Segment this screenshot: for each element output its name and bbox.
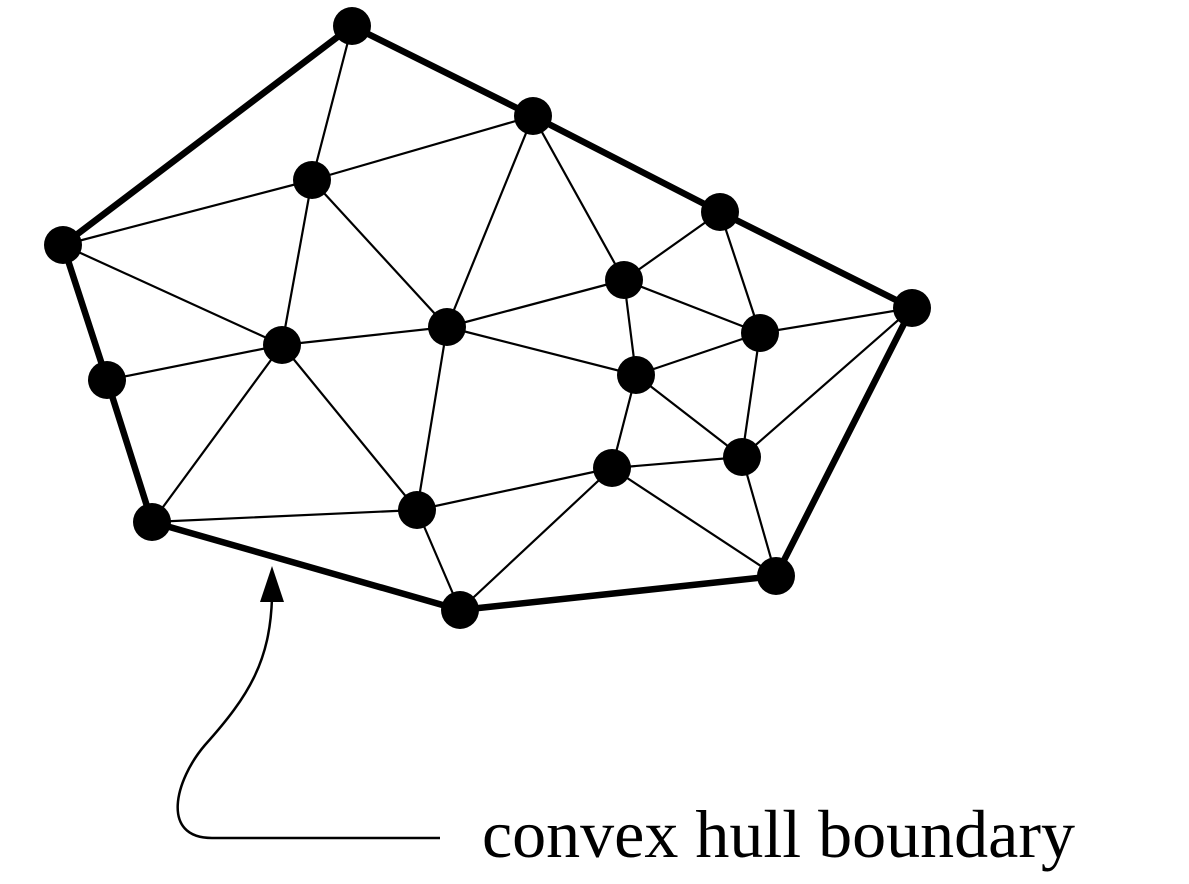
vertex-n7 bbox=[428, 308, 466, 346]
hull-edge-n1-n5 bbox=[348, 22, 537, 120]
edge-n3-n6 bbox=[61, 243, 284, 347]
hull-edge-n10-n4 bbox=[103, 376, 156, 526]
vertex-n11 bbox=[741, 314, 779, 352]
edge-n8-n11 bbox=[622, 278, 762, 335]
convex-hull-boundary bbox=[59, 22, 916, 614]
edge-n2-n3 bbox=[61, 178, 314, 247]
edge-n2-n5 bbox=[310, 114, 535, 182]
vertex-n4 bbox=[88, 361, 126, 399]
edge-n7-n15 bbox=[415, 325, 449, 512]
edge-n17-n18 bbox=[610, 466, 778, 578]
hull-edge-n4-n3 bbox=[59, 241, 111, 384]
edge-n1-n2 bbox=[310, 24, 354, 182]
vertex-n13 bbox=[441, 591, 479, 629]
vertex-n9 bbox=[701, 193, 739, 231]
vertex-n19 bbox=[893, 289, 931, 327]
caption-arrow bbox=[176, 566, 440, 840]
edge-n8-n9 bbox=[622, 210, 722, 282]
edge-n12-n16 bbox=[634, 373, 744, 459]
arrow-head bbox=[260, 566, 284, 602]
vertex-n16 bbox=[723, 438, 761, 476]
edge-n4-n6 bbox=[105, 343, 284, 382]
vertex-n8 bbox=[605, 261, 643, 299]
edge-n6-n7 bbox=[280, 325, 449, 347]
vertex-n18 bbox=[757, 557, 795, 595]
edge-n2-n6 bbox=[280, 178, 314, 347]
edge-n2-n7 bbox=[310, 178, 449, 329]
triangulation-edges bbox=[61, 24, 914, 612]
vertex-n15 bbox=[398, 491, 436, 529]
hull-edge-n18-n13 bbox=[456, 572, 780, 614]
edge-n13-n17 bbox=[458, 466, 614, 612]
vertex-n10 bbox=[133, 503, 171, 541]
edge-n15-n17 bbox=[415, 466, 614, 512]
caption-label: convex hull boundary bbox=[482, 796, 1075, 872]
vertex-n12 bbox=[617, 356, 655, 394]
edge-n5-n8 bbox=[531, 114, 626, 282]
edge-n6-n10 bbox=[150, 343, 284, 524]
vertex-n2 bbox=[293, 161, 331, 199]
vertices bbox=[44, 7, 931, 629]
arrow-curve bbox=[176, 597, 440, 840]
edge-n11-n16 bbox=[740, 331, 762, 459]
vertex-n1 bbox=[333, 7, 371, 45]
edge-n5-n7 bbox=[445, 114, 535, 329]
hull-edge-n9-n19 bbox=[716, 208, 916, 312]
vertex-n6 bbox=[263, 326, 301, 364]
edge-n11-n19 bbox=[758, 306, 914, 335]
vertex-n17 bbox=[593, 449, 631, 487]
edge-n16-n18 bbox=[740, 455, 778, 578]
hull-edge-n5-n9 bbox=[529, 112, 724, 216]
vertex-n5 bbox=[514, 97, 552, 135]
edge-n10-n15 bbox=[150, 508, 419, 524]
edge-n7-n12 bbox=[445, 325, 638, 377]
hull-edge-n3-n1 bbox=[59, 22, 356, 249]
edge-n17-n16 bbox=[610, 455, 744, 470]
edge-n16-n19 bbox=[740, 306, 914, 459]
vertex-n3 bbox=[44, 226, 82, 264]
edge-n7-n8 bbox=[445, 278, 626, 329]
edge-n12-n11 bbox=[634, 331, 762, 377]
edge-n9-n11 bbox=[718, 210, 762, 335]
hull-edge-n13-n10 bbox=[148, 518, 464, 614]
hull-edge-n19-n18 bbox=[772, 304, 916, 580]
edge-n6-n15 bbox=[280, 343, 419, 512]
